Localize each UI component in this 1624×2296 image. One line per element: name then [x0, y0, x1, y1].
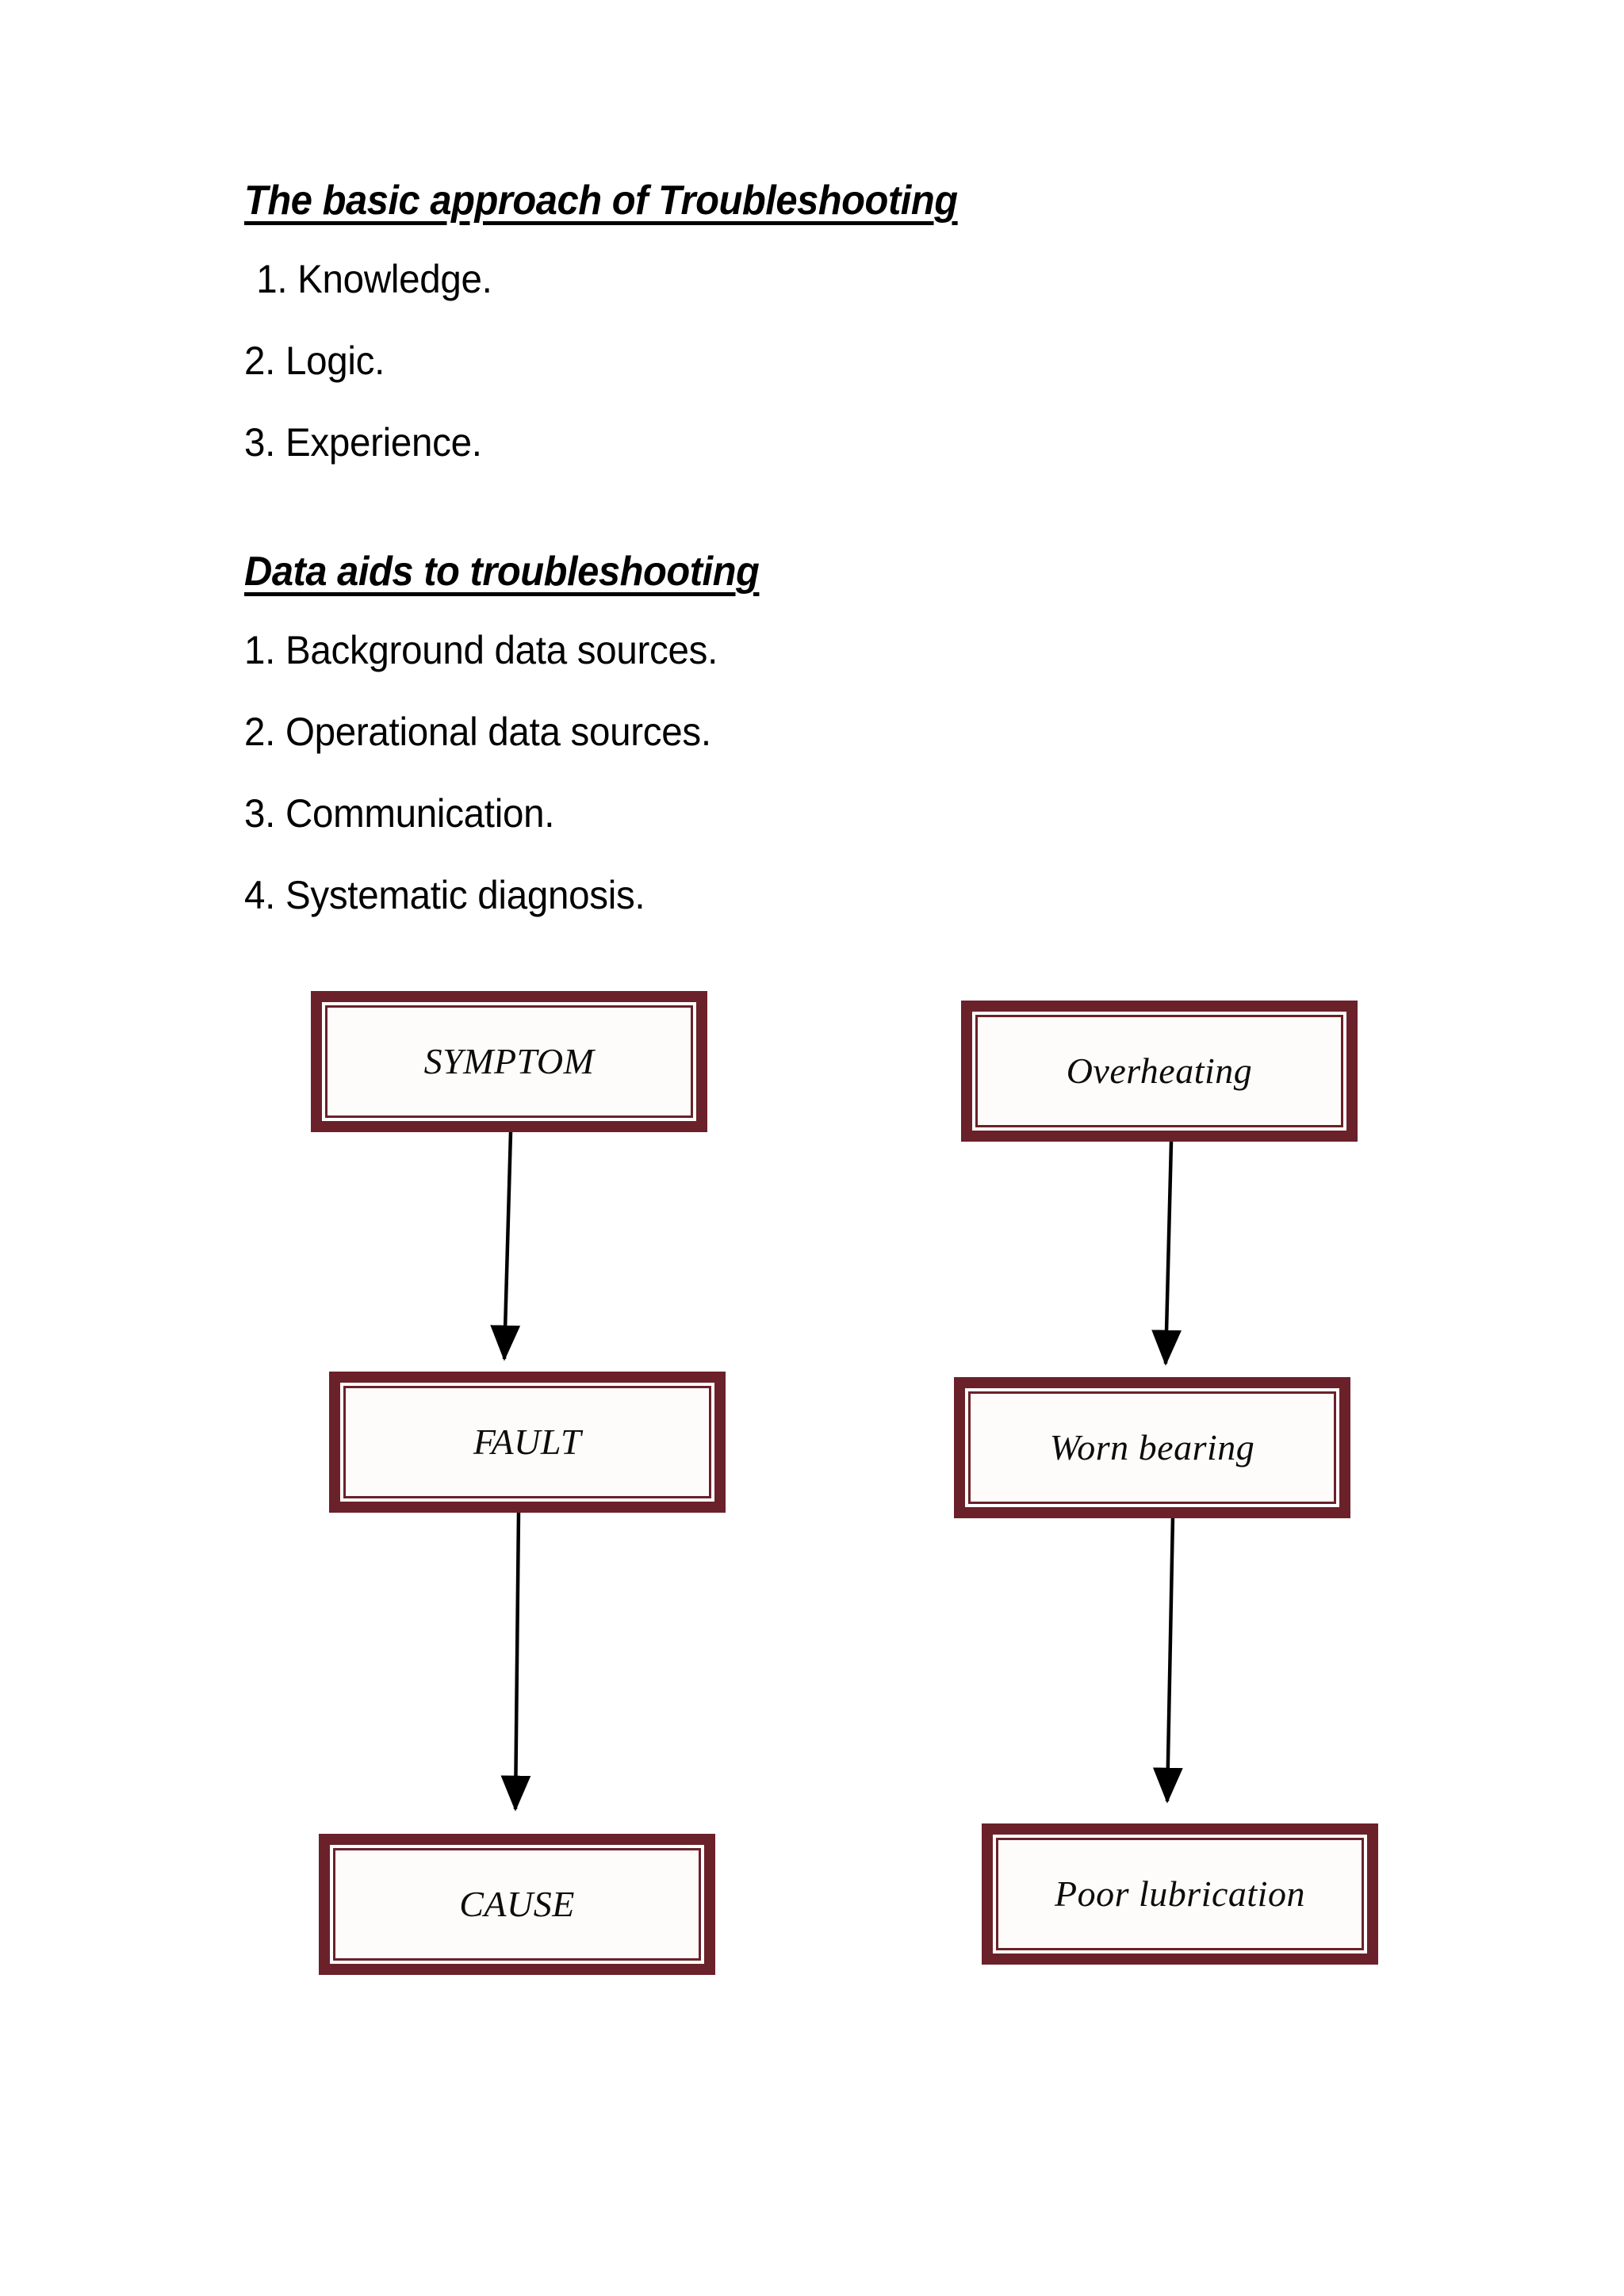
flow-node-label: Overheating [1066, 1050, 1253, 1091]
list-item: 3. Communication. [244, 791, 555, 836]
text-content: The basic approach of Troubleshooting 1.… [244, 178, 1434, 916]
flow-node-inner: CAUSE [333, 1848, 701, 1961]
basic-approach-list: 1. Knowledge. 2. Logic. 3. Experience. [244, 258, 1434, 464]
flow-node-label: Worn bearing [1049, 1427, 1255, 1468]
list-item: 3. Experience. [244, 420, 482, 465]
flow-node-overheating[interactable]: Overheating [961, 1001, 1358, 1142]
flow-node-label: CAUSE [459, 1884, 575, 1924]
flow-node-inner: FAULT [343, 1386, 711, 1498]
flow-node-poor-lubrication[interactable]: Poor lubrication [982, 1823, 1378, 1965]
list-item: 1. Knowledge. [256, 257, 492, 302]
flow-node-inner: Worn bearing [968, 1391, 1336, 1504]
arrow-overheating-to-worn-bearing [1151, 1141, 1182, 1366]
flow-node-inner: Poor lubrication [996, 1838, 1364, 1950]
flow-node-label: FAULT [473, 1422, 582, 1462]
flow-node-cause[interactable]: CAUSE [319, 1834, 715, 1975]
list-item: 2. Logic. [244, 339, 385, 384]
section-heading-basic-approach: The basic approach of Troubleshooting [244, 178, 958, 224]
list-item: 4. Systematic diagnosis. [244, 873, 645, 918]
arrow-fault-to-cause [500, 1511, 531, 1812]
section-heading-data-aids: Data aids to troubleshooting [244, 549, 760, 595]
flow-node-symptom[interactable]: SYMPTOM [311, 991, 707, 1132]
flow-node-inner: SYMPTOM [325, 1005, 693, 1118]
arrow-worn-bearing-to-poor-lubrication [1152, 1515, 1183, 1804]
list-item: 2. Operational data sources. [244, 710, 711, 755]
data-aids-list: 1. Background data sources. 2. Operation… [244, 629, 1434, 916]
flow-node-fault[interactable]: FAULT [329, 1372, 726, 1513]
arrow-symptom-to-fault [490, 1131, 521, 1361]
list-item: 1. Background data sources. [244, 628, 718, 673]
flow-node-label: Poor lubrication [1055, 1873, 1305, 1914]
flow-node-label: SYMPTOM [423, 1041, 595, 1081]
flow-node-worn-bearing[interactable]: Worn bearing [954, 1377, 1350, 1518]
flow-node-inner: Overheating [975, 1015, 1343, 1127]
